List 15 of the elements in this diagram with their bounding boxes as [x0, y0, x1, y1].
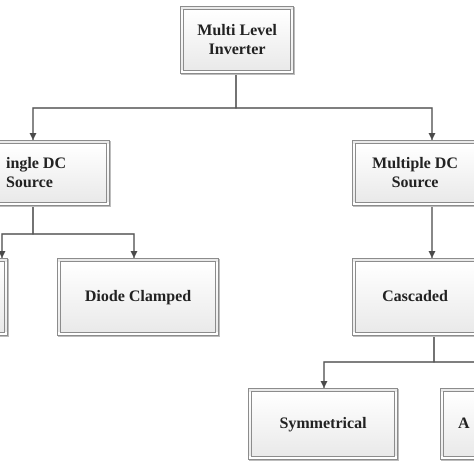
arrow — [235, 74, 436, 140]
process-box — [57, 258, 219, 336]
process-box — [180, 6, 294, 74]
process-box — [248, 388, 398, 460]
box-label: ingle DC Source — [6, 154, 67, 192]
box-label: Cascaded — [382, 287, 448, 307]
box-label: Diode Clamped — [84, 287, 192, 307]
arrow — [32, 206, 138, 258]
process-box — [352, 140, 474, 206]
box-label: Symmetrical — [279, 414, 367, 434]
box-label: A — [458, 414, 470, 434]
box-label: Multi Level Inverter — [196, 20, 278, 60]
box-label: Multiple DC Source — [371, 154, 459, 192]
arrow — [428, 206, 436, 258]
process-box — [352, 258, 474, 336]
